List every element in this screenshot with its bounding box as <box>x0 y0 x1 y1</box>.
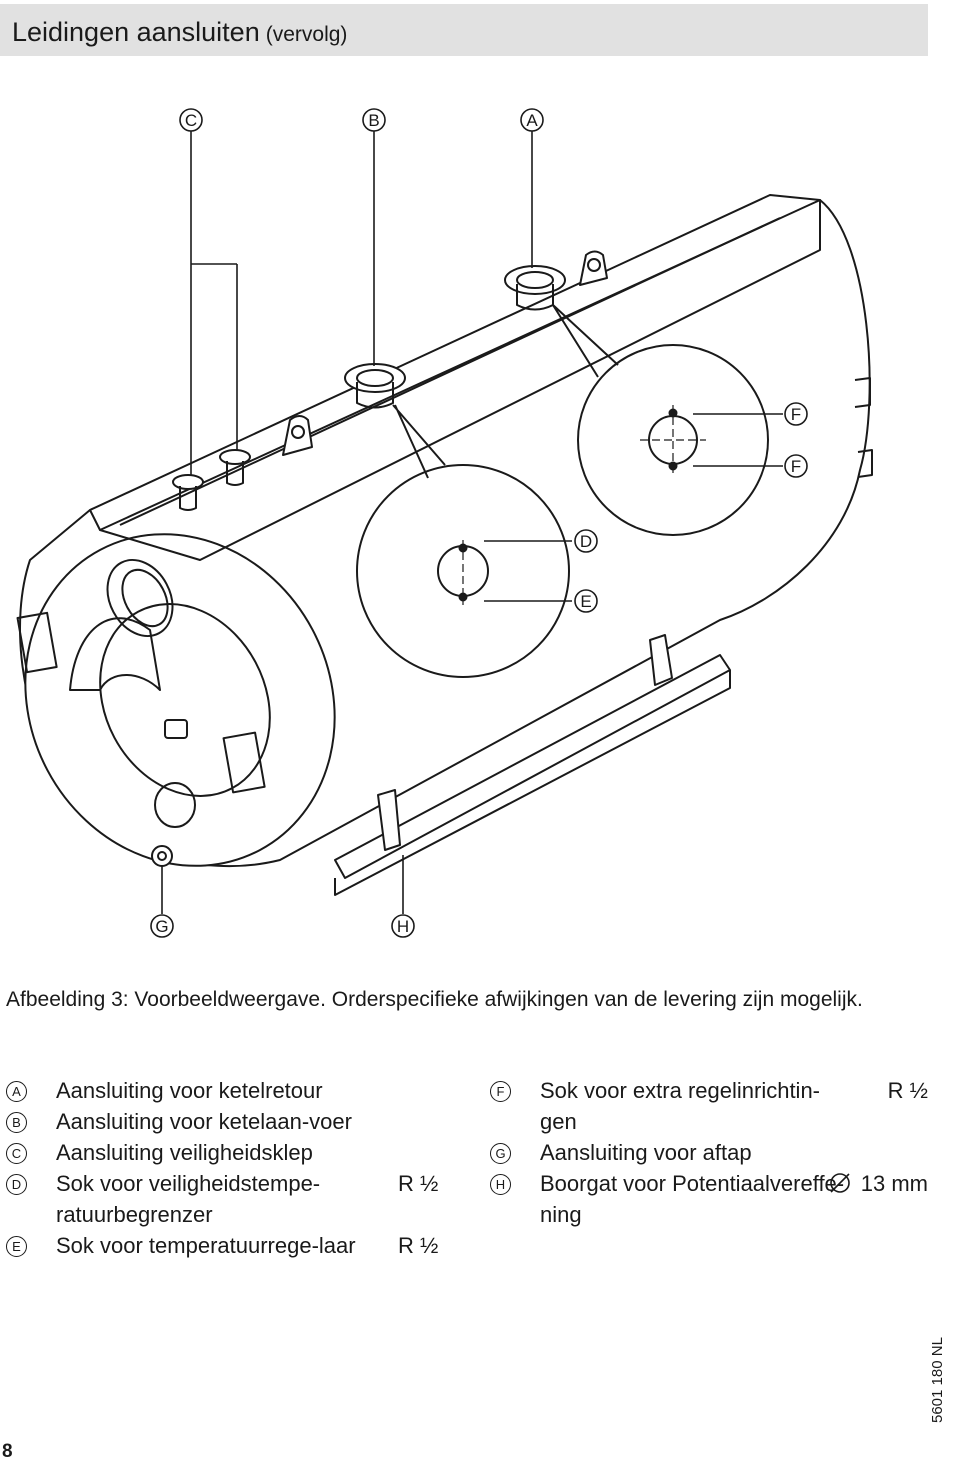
page-title: Leidingen aansluiten(vervolg) <box>12 16 347 51</box>
legend-text-a: Aansluiting voor ketelretour <box>56 1078 323 1103</box>
detail-pointer-a <box>552 304 619 378</box>
legend-text-e: Sok voor temperatuurrege-laar <box>56 1233 356 1258</box>
legend-letter-e: E <box>6 1236 27 1257</box>
platform-rail <box>119 217 781 526</box>
callout-b: B <box>368 111 379 130</box>
legend-item-d: D Sok voor veiligheidstempe-ratuurbegren… <box>6 1168 456 1230</box>
top-platform-edge <box>99 200 821 561</box>
legend-letter-c: C <box>6 1143 27 1164</box>
lifting-eye-rear <box>579 250 608 286</box>
legend-item-b: B Aansluiting voor ketelaan-voer <box>6 1106 456 1137</box>
legend-text-h: Boorgat voor Potentiaalvereffe-ning <box>540 1171 845 1227</box>
hatch-right <box>222 731 266 794</box>
page-title-subtitle: (vervolg) <box>265 23 348 46</box>
callout-e-circle <box>574 589 598 613</box>
page-header: Leidingen aansluiten(vervolg) <box>0 4 928 56</box>
legend-text-b: Aansluiting voor ketelaan-voer <box>56 1109 352 1134</box>
legend-item-f: F Sok voor extra regelinrichtin-gen R ½ <box>490 1075 930 1137</box>
lifting-eye-front <box>282 415 313 456</box>
flue-opening <box>106 558 174 638</box>
flue-opening-inner <box>121 568 169 628</box>
drain-fitting <box>151 845 173 867</box>
burner-cutout <box>69 617 161 691</box>
hatch-left <box>16 611 58 674</box>
diameter-icon <box>829 1173 850 1193</box>
legend-text-c: Aansluiting veiligheidsklep <box>56 1140 313 1165</box>
sight-glass <box>164 719 188 739</box>
callout-b-circle <box>362 108 386 132</box>
front-end-ring <box>24 533 336 867</box>
callout-g-circle <box>150 914 174 938</box>
document-number: 5601 180 NL <box>929 1337 946 1423</box>
legend-letter-d: D <box>6 1174 27 1195</box>
legend-right: F Sok voor extra regelinrichtin-gen R ½ … <box>490 1075 930 1230</box>
legend-letter-g: G <box>490 1143 511 1164</box>
boiler-drawing: C B A F F D E G H <box>16 108 873 938</box>
callout-a-circle <box>520 108 544 132</box>
flange-c1 <box>172 474 204 511</box>
boiler-figure: C B A F F D E G H <box>0 60 960 980</box>
legend-item-e: E Sok voor temperatuurrege-laar R ½ <box>6 1230 456 1261</box>
callout-f1: F <box>791 405 801 424</box>
leader-lines <box>161 131 783 914</box>
side-fitting-1 <box>854 377 871 408</box>
callout-e: E <box>580 592 591 611</box>
flange-b <box>344 363 406 409</box>
callout-a: A <box>526 111 538 130</box>
callout-h: H <box>397 917 409 936</box>
callout-f2-circle <box>784 454 808 478</box>
legend-value-f: R ½ <box>887 1078 928 1103</box>
base-support-2 <box>649 634 673 686</box>
legend-item-a: A Aansluiting voor ketelretour <box>6 1075 456 1106</box>
legend-value-h-text: 13 mm <box>860 1171 928 1196</box>
legend-value-d: R ½ <box>398 1171 439 1196</box>
callout-f1-circle <box>784 402 808 426</box>
legend-letter-f: F <box>490 1081 511 1102</box>
callout-c-circle <box>179 108 203 132</box>
legend-item-g: G Aansluiting voor aftap <box>490 1137 930 1168</box>
legend-text-d: Sok voor veiligheidstempe-ratuurbegrenze… <box>56 1171 321 1227</box>
figure-caption: Afbeelding 3: Voorbeeldweergave. Ordersp… <box>6 988 863 1011</box>
callout-d: D <box>580 532 592 551</box>
legend-item-c: C Aansluiting veiligheidsklep <box>6 1137 456 1168</box>
detail-circle-f <box>577 344 769 536</box>
flange-c2 <box>219 449 251 486</box>
legend-left: A Aansluiting voor ketelretour B Aanslui… <box>6 1075 456 1261</box>
legend-text-g: Aansluiting voor aftap <box>540 1140 752 1165</box>
callout-f2: F <box>791 457 801 476</box>
flange-a <box>504 265 566 311</box>
legend-value-e: R ½ <box>398 1233 439 1258</box>
legend-text-f: Sok voor extra regelinrichtin-gen <box>540 1078 821 1134</box>
legend-letter-h: H <box>490 1174 511 1195</box>
side-fitting-2 <box>857 449 873 478</box>
detail-pointer-b <box>392 404 446 479</box>
page-number: 8 <box>2 1441 13 1462</box>
lower-opening <box>154 782 196 828</box>
callout-h-circle <box>391 914 415 938</box>
page-title-main: Leidingen aansluiten <box>12 17 260 47</box>
callout-g: G <box>155 917 168 936</box>
legend-item-h: H Boorgat voor Potentiaalvereffe-ning 13… <box>490 1168 930 1230</box>
legend-letter-a: A <box>6 1081 27 1102</box>
legend-value-h: 13 mm <box>829 1168 928 1199</box>
callout-c: C <box>185 111 197 130</box>
base-support-1 <box>377 789 401 851</box>
callout-d-circle <box>574 529 598 553</box>
legend-letter-b: B <box>6 1112 27 1133</box>
